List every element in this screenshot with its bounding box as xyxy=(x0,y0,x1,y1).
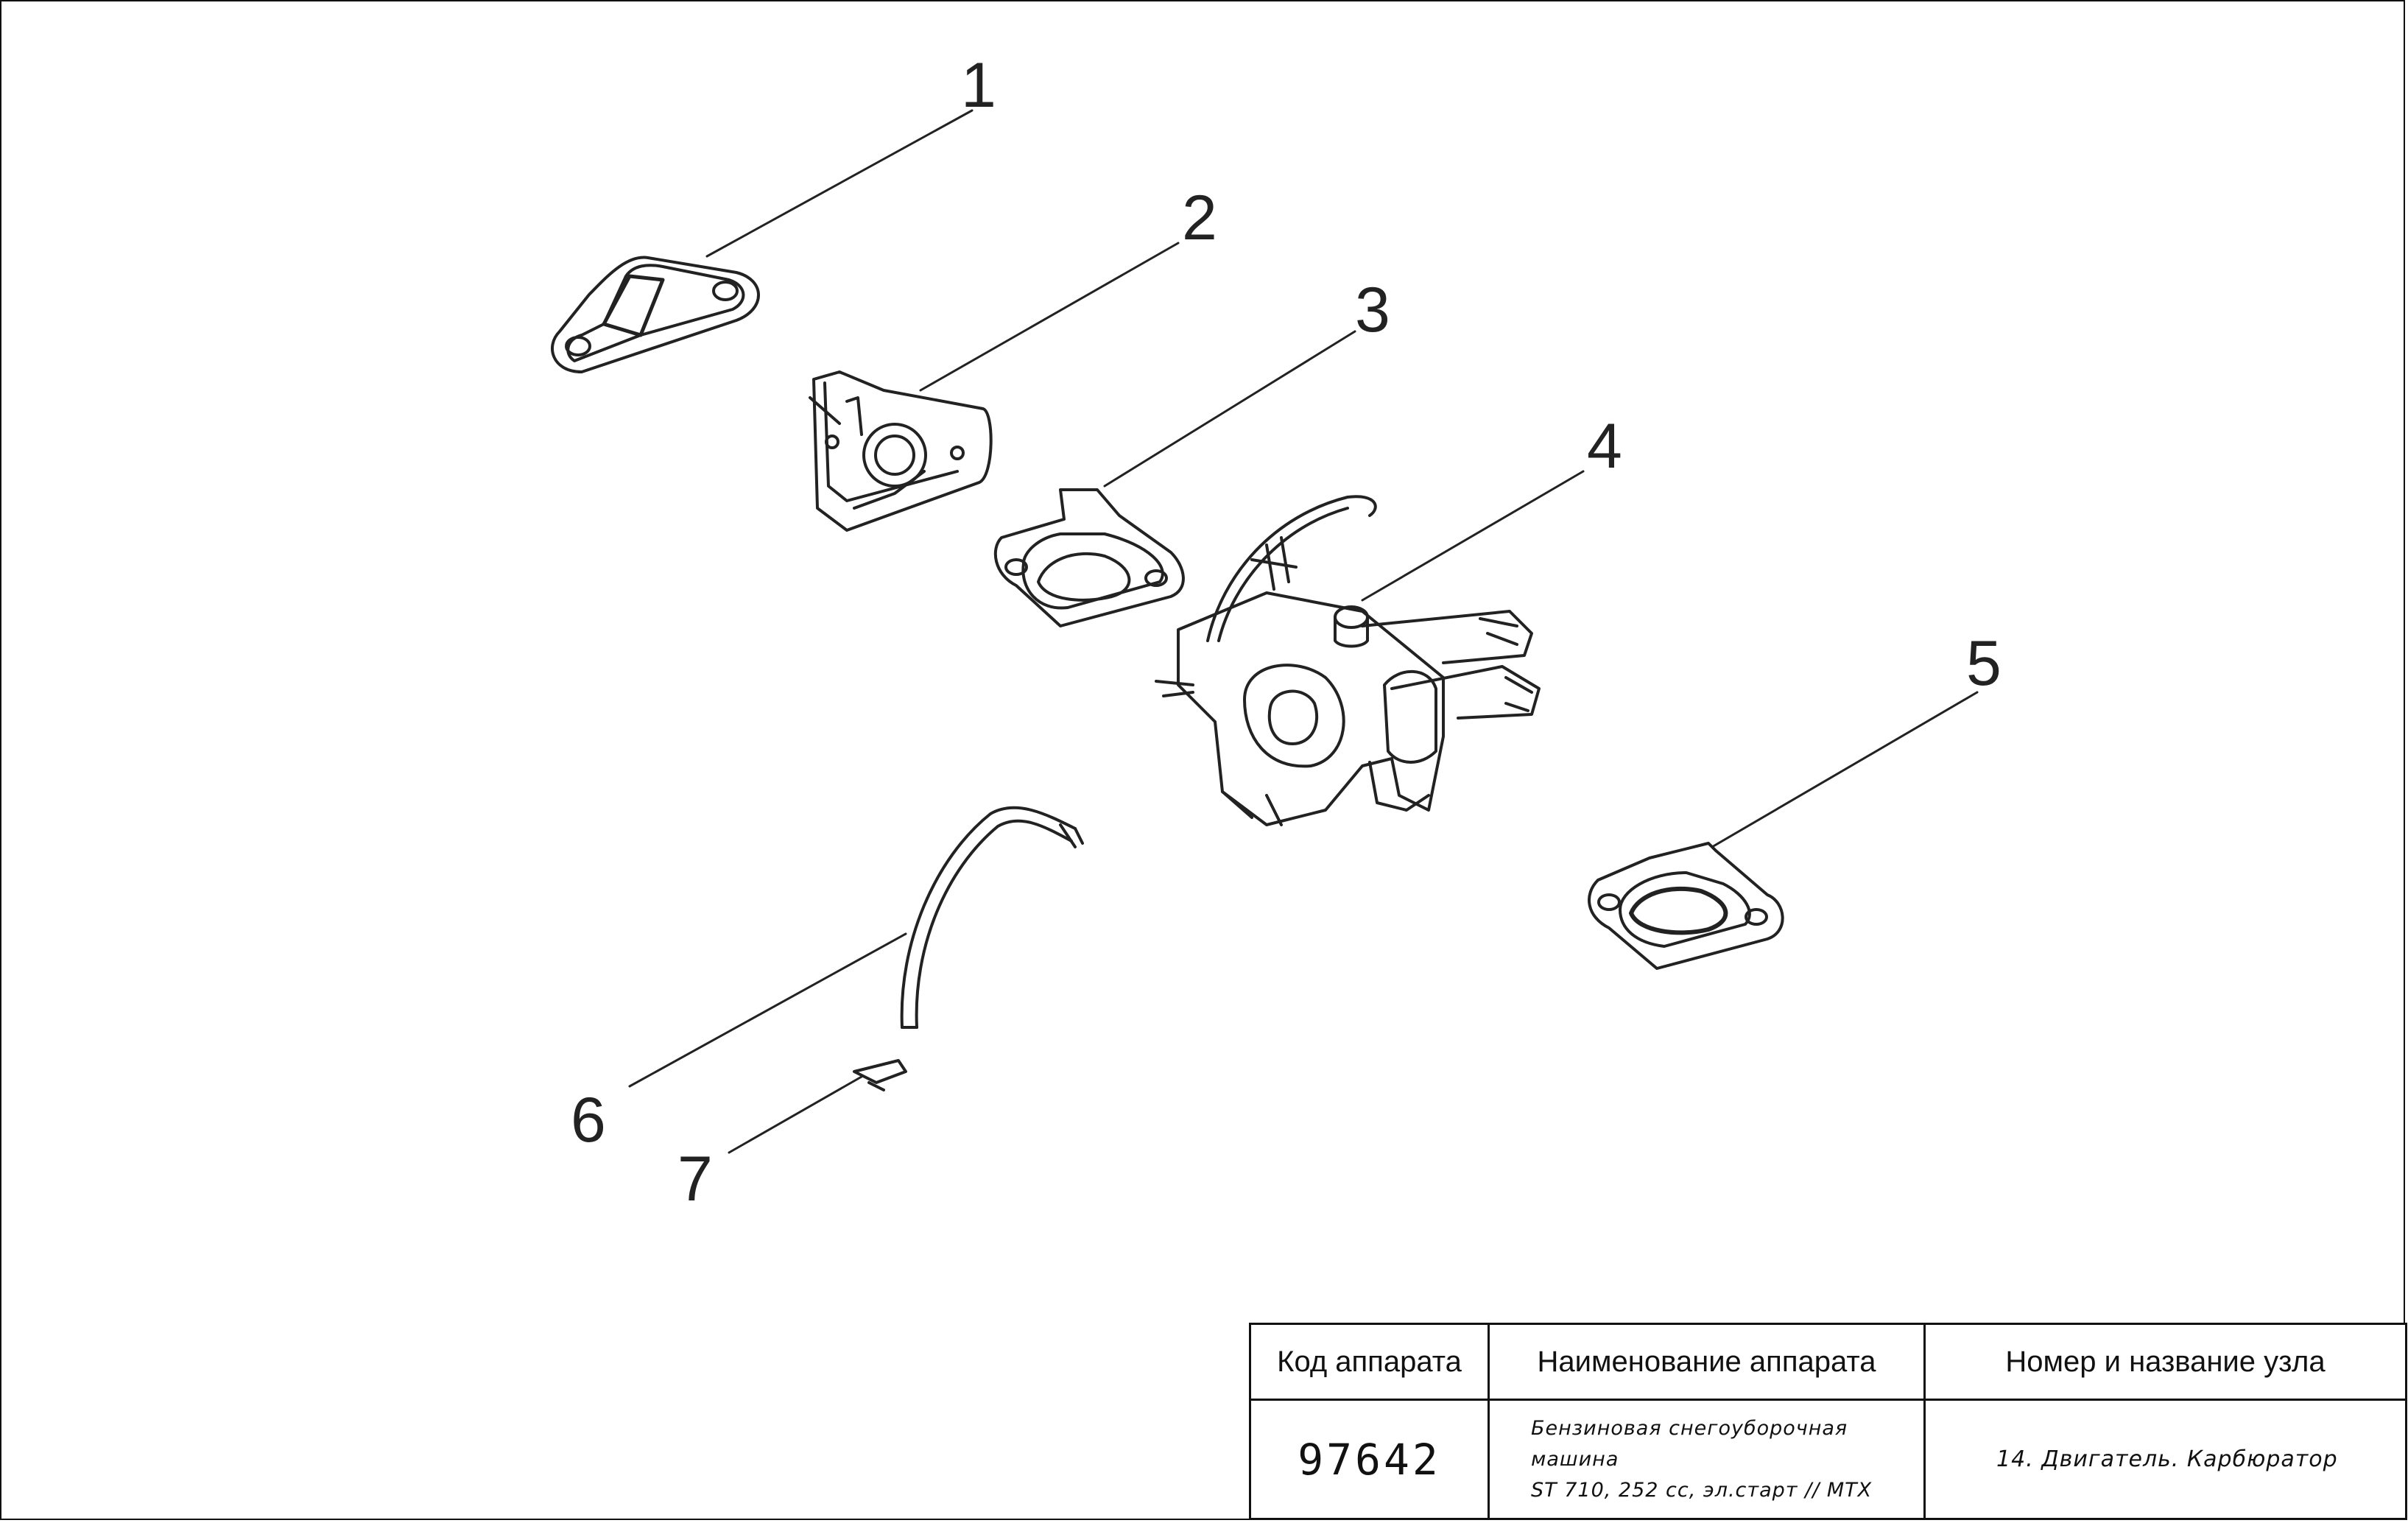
part-1-gasket xyxy=(551,256,760,373)
part-4-carburetor xyxy=(1155,495,1541,826)
callout-3: 3 xyxy=(1355,275,1390,345)
header-node: Номер и название узла xyxy=(1923,1323,2407,1401)
title-block: Код аппарата Наименование аппарата Номер… xyxy=(1249,1323,2407,1520)
part-2-insulator xyxy=(809,370,993,532)
callout-6: 6 xyxy=(571,1085,606,1156)
header-code: Код аппарата xyxy=(1249,1323,1490,1401)
callout-7: 7 xyxy=(677,1144,713,1214)
part-5-gasket xyxy=(1588,842,1784,970)
callout-4: 4 xyxy=(1587,411,1622,482)
node-name: 14. Двигатель. Карбюратор xyxy=(1923,1399,2407,1520)
title-block-header-row: Код аппарата Наименование аппарата Номер… xyxy=(1249,1323,2407,1401)
part-7-clip xyxy=(853,1059,907,1091)
part-3-gasket xyxy=(993,488,1185,627)
callout-5: 5 xyxy=(1966,628,2002,699)
title-block-value-row: 97642 Бензиновая снегоуборочная машина S… xyxy=(1249,1399,2407,1520)
leader-lines xyxy=(628,109,1979,1154)
apparatus-name: Бензиновая снегоуборочная машина ST 710,… xyxy=(1488,1399,1926,1520)
apparatus-name-line1: Бензиновая снегоуборочная машина xyxy=(1531,1416,1848,1471)
header-name: Наименование аппарата xyxy=(1488,1323,1926,1401)
callout-2: 2 xyxy=(1182,183,1217,253)
part-6-fuel-hose xyxy=(900,806,1084,1029)
apparatus-code: 97642 xyxy=(1249,1399,1490,1520)
apparatus-name-line2: ST 710, 252 cc, эл.старт // MTX xyxy=(1531,1478,1873,1502)
callout-1: 1 xyxy=(961,50,996,121)
